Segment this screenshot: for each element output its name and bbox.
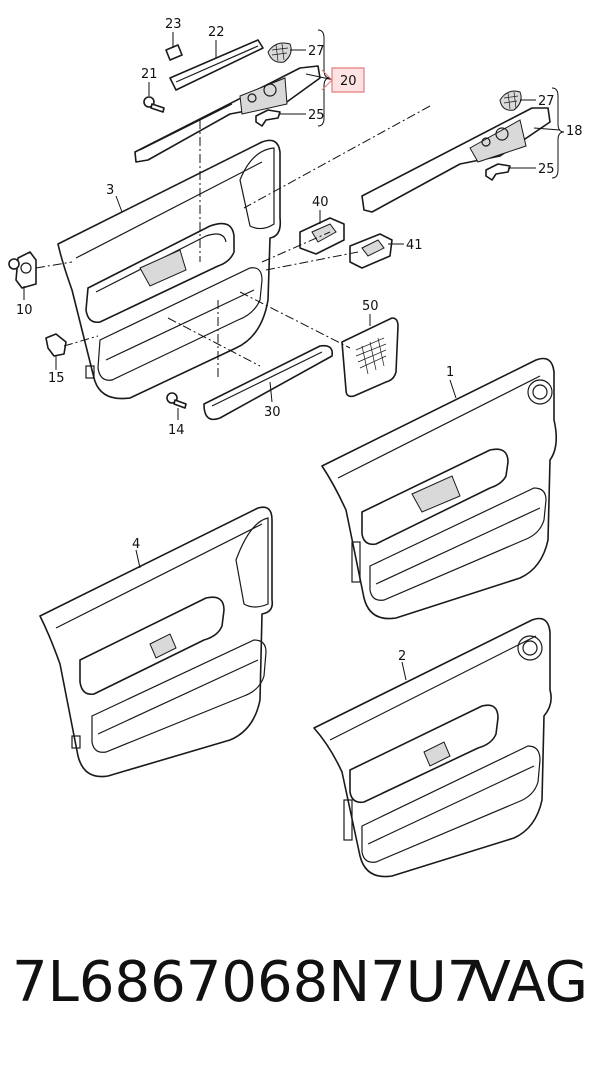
part-21-screw bbox=[143, 96, 165, 113]
part-25-retaining-clip bbox=[255, 109, 281, 127]
callout-40: 40 bbox=[312, 195, 329, 210]
callout-22: 22 bbox=[208, 25, 225, 40]
callout-41: 41 bbox=[406, 238, 423, 253]
callout-2: 2 bbox=[398, 649, 406, 664]
callout-21: 21 bbox=[141, 67, 158, 82]
part-3-door-panel bbox=[57, 139, 282, 400]
part-50-speaker-grille bbox=[341, 317, 399, 398]
part-40-window-switch bbox=[299, 217, 345, 255]
part-18-armrest-cover bbox=[361, 107, 551, 213]
part-27-speaker-grille-right bbox=[499, 90, 522, 111]
callout-3: 3 bbox=[106, 183, 114, 198]
callout-18: 18 bbox=[566, 124, 583, 139]
leader-lines bbox=[23, 32, 561, 681]
part-15-clip bbox=[45, 333, 67, 357]
callout-1: 1 bbox=[446, 365, 454, 380]
callout-27-upper: 27 bbox=[308, 44, 325, 59]
callout-23: 23 bbox=[165, 17, 182, 32]
callout-25-right: 25 bbox=[538, 162, 555, 177]
part-41-window-switch bbox=[349, 233, 393, 269]
door-trim-exploded-diagram: 23 22 27 20 21 25 27 18 25 3 40 41 10 50… bbox=[8, 17, 583, 878]
callout-15: 15 bbox=[48, 371, 65, 386]
part-1-door-panel bbox=[321, 357, 558, 620]
group-bracket-right bbox=[551, 87, 565, 179]
callout-27-right: 27 bbox=[538, 94, 555, 109]
part-25-retaining-clip-right bbox=[485, 163, 511, 181]
part-20-armrest-cover bbox=[134, 65, 321, 163]
assembly-lines bbox=[35, 105, 431, 378]
part-2-door-panel bbox=[313, 617, 552, 878]
callout-labels: 23 22 27 20 21 25 27 18 25 3 40 41 10 50… bbox=[16, 17, 583, 664]
part-30-trim-strip bbox=[203, 344, 334, 421]
callout-14: 14 bbox=[168, 423, 185, 438]
part-10-fastener bbox=[8, 251, 37, 289]
part-23-clip bbox=[165, 44, 183, 61]
part-number-text: 7L6867068N7U7 bbox=[12, 950, 483, 1015]
brand-text: VAG bbox=[472, 950, 588, 1015]
callout-4: 4 bbox=[132, 537, 140, 552]
callout-30: 30 bbox=[264, 405, 281, 420]
highlight-pointer-20 bbox=[321, 69, 333, 91]
highlight-box-20 bbox=[331, 67, 365, 93]
part-22-trim-strip bbox=[169, 39, 264, 91]
part-27-speaker-grille bbox=[267, 42, 292, 63]
callout-25-upper: 25 bbox=[308, 108, 325, 123]
callout-20: 20 bbox=[340, 74, 357, 89]
callout-10: 10 bbox=[16, 303, 33, 318]
part-14-screw bbox=[166, 392, 187, 409]
part-4-door-panel bbox=[39, 506, 274, 778]
callout-50: 50 bbox=[362, 299, 379, 314]
